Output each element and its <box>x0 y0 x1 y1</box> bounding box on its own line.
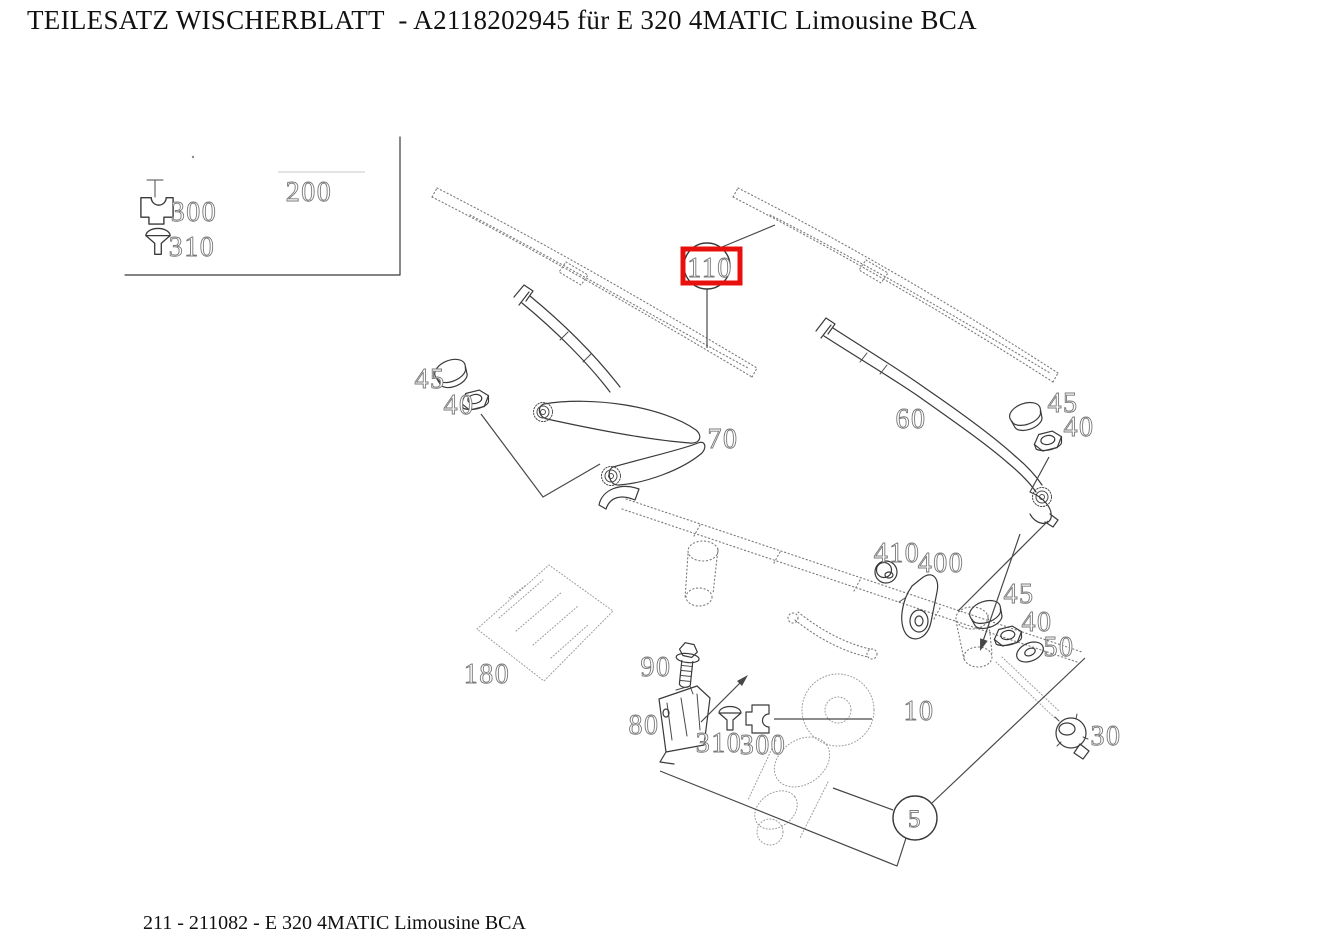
leader-5-to-motor <box>832 787 894 811</box>
cap-45-right-upper <box>1006 398 1047 436</box>
wiper-blade-left <box>431 187 758 378</box>
bolt-90 <box>675 642 700 689</box>
mount-bracket-400 <box>898 574 939 640</box>
pivot-shaft-right <box>1032 487 1052 507</box>
plug-icon <box>140 179 174 225</box>
rivet-310-lower <box>718 705 742 731</box>
grommet-410 <box>874 560 898 584</box>
leader-lines <box>480 224 1086 867</box>
cover-plate-180 <box>476 564 614 682</box>
callout-180-label[interactable]: 180 <box>463 659 511 691</box>
nut-40-right-lower <box>992 624 1024 648</box>
callout-45-right-upper-label[interactable]: 45 <box>1047 388 1079 420</box>
drive-shaft-axis <box>995 656 1061 720</box>
callout-110-hotspot[interactable]: 110 <box>680 242 743 290</box>
leader-400-arrowhead <box>980 638 988 651</box>
wiper-arm-left <box>513 284 706 486</box>
wiper-arm-right <box>815 317 1059 528</box>
callout-45-right-lower-label[interactable]: 45 <box>1003 579 1035 611</box>
cap-30 <box>1054 713 1090 760</box>
callout-80-label[interactable]: 80 <box>628 710 660 742</box>
callout-10-label[interactable]: 10 <box>903 696 935 728</box>
callout-310-legend-label[interactable]: 310 <box>168 232 216 264</box>
callout-40-left-label[interactable]: 40 <box>443 390 475 422</box>
leader-110-to-right-blade <box>721 224 776 248</box>
leader-400-arrow-line <box>981 533 1021 645</box>
callout-45-left-label[interactable]: 45 <box>414 364 446 396</box>
holder-bracket-80 <box>658 685 711 765</box>
dot-mark <box>191 155 195 159</box>
callout-5-hotspot[interactable]: 5 <box>892 795 938 841</box>
callout-90-label[interactable]: 90 <box>640 652 672 684</box>
callout-410-label[interactable]: 410 <box>873 538 921 570</box>
legend-box-border <box>124 136 401 276</box>
wiper-motor <box>747 673 875 846</box>
footer-caption: 211 - 211082 - E 320 4MATIC Limousine BC… <box>143 912 526 934</box>
callout-70-label[interactable]: 70 <box>707 424 739 456</box>
leader-45-40-50-lower <box>957 520 1049 612</box>
leader-80-arrowhead <box>737 675 748 686</box>
leader-group-5-bracket <box>659 770 907 867</box>
leader-45-40-left <box>480 413 601 498</box>
page-title: TEILESATZ WISCHERBLATT - A2118202945 für… <box>27 5 977 35</box>
callout-110-label[interactable]: 110 <box>687 253 732 285</box>
pivot-shaft-left-1 <box>533 402 553 422</box>
leader-80-arrow-line <box>700 681 742 723</box>
callout-30-label[interactable]: 30 <box>1090 721 1122 753</box>
highlight-box-110[interactable] <box>680 246 743 286</box>
plug-300-lower <box>745 704 872 734</box>
callout-40-right-upper-label[interactable]: 40 <box>1063 412 1095 444</box>
callout-5-label[interactable]: 5 <box>908 806 922 834</box>
callout-40-right-lower-label[interactable]: 40 <box>1021 607 1053 639</box>
callout-400-label[interactable]: 400 <box>917 548 965 580</box>
callout-300-lower-label[interactable]: 300 <box>739 730 787 762</box>
callout-60-label[interactable]: 60 <box>895 404 927 436</box>
wiper-blade-right <box>732 187 1059 383</box>
callout-50-label[interactable]: 50 <box>1043 632 1075 664</box>
leader-40-right-upper <box>1029 456 1050 493</box>
rivet-icon <box>145 227 171 255</box>
callout-310-lower-label[interactable]: 310 <box>695 728 743 760</box>
nut-40-right-upper <box>1032 429 1064 453</box>
legend-box: 200 300 310 <box>124 136 401 276</box>
callout-300-legend-label[interactable]: 300 <box>170 197 218 229</box>
leader-5-to-linkage <box>931 657 1086 804</box>
callout-200-label[interactable]: 200 <box>285 177 333 209</box>
callout-5-circle[interactable] <box>892 795 938 841</box>
